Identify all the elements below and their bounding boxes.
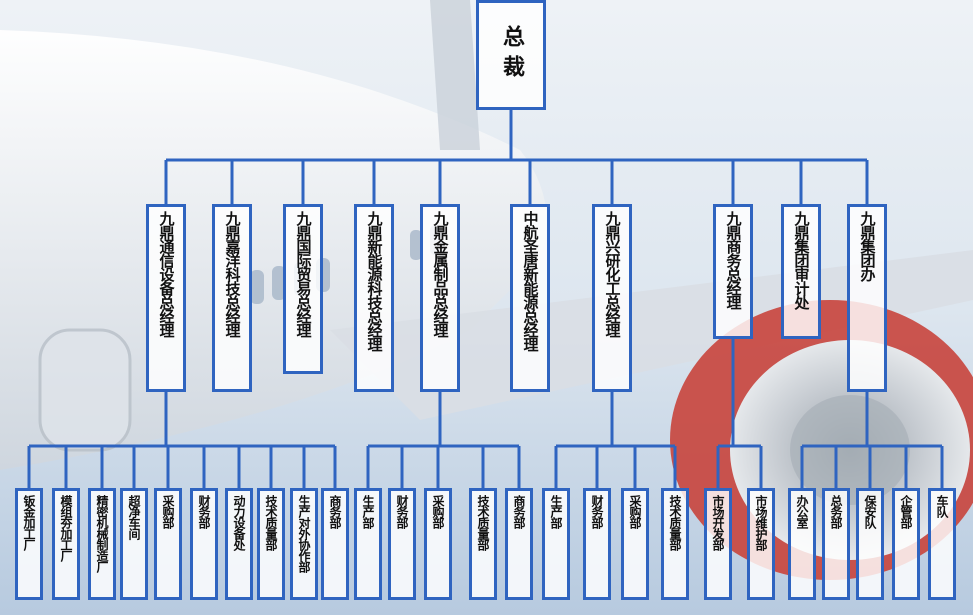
division-box-5-label: 中航圣唐新能源总经理 — [521, 211, 540, 351]
subdept-box-9-3-label: 企管部 — [899, 495, 913, 528]
subdept-box-0-2-label: 精密机械制造厂 — [95, 495, 109, 572]
division-box-7: 九鼎商务总经理 — [713, 204, 753, 339]
subdept-box-0-8-label: 生产对外协作部 — [297, 495, 311, 572]
subdept-box-7-0: 市场开发部 — [704, 488, 732, 600]
subdept-box-0-0-label: 钣金加工厂 — [22, 495, 36, 550]
subdept-box-0-7-label: 技术质量部 — [264, 495, 278, 550]
division-box-3: 九鼎新能源科技总经理 — [354, 204, 394, 392]
division-box-2-label: 九鼎国际贸易总经理 — [294, 211, 313, 337]
subdept-box-9-1-label: 总务部 — [829, 495, 843, 528]
subdept-box-6-0-label: 生产部 — [549, 495, 563, 528]
subdept-box-4-0-label: 生产部 — [361, 495, 375, 528]
division-box-7-label: 九鼎商务总经理 — [724, 211, 743, 309]
division-box-9-label: 九鼎集团办 — [858, 211, 877, 281]
subdept-box-6-2-label: 采购部 — [628, 495, 642, 528]
subdept-box-6-3-label: 技术质量部 — [668, 495, 682, 550]
subdept-box-9-4: 车队 — [928, 488, 956, 600]
subdept-box-4-1-label: 财务部 — [395, 495, 409, 528]
subdept-box-0-9-label: 商务部 — [328, 495, 342, 528]
subdept-box-0-9: 商务部 — [321, 488, 349, 600]
subdept-box-0-1: 模组夯加工厂 — [52, 488, 80, 600]
subdept-box-0-5-label: 财务部 — [197, 495, 211, 528]
subdept-box-4-0: 生产部 — [354, 488, 382, 600]
subdept-box-0-2: 精密机械制造厂 — [88, 488, 116, 600]
subdept-box-4-3-label: 技术质量部 — [476, 495, 490, 550]
division-box-8-label: 九鼎集团审计处 — [792, 211, 811, 309]
subdept-box-6-1-label: 财务部 — [590, 495, 604, 528]
subdept-box-9-4-label: 车队 — [935, 495, 949, 517]
root-box-president-label: 总裁 — [499, 25, 524, 85]
subdept-box-4-4-label: 商务部 — [512, 495, 526, 528]
division-box-5: 中航圣唐新能源总经理 — [510, 204, 550, 392]
division-box-0-label: 九鼎通信设备总经理 — [157, 211, 176, 337]
subdept-box-9-1: 总务部 — [822, 488, 850, 600]
subdept-box-9-3: 企管部 — [892, 488, 920, 600]
subdept-box-0-1-label: 模组夯加工厂 — [59, 495, 73, 561]
subdept-box-6-0: 生产部 — [542, 488, 570, 600]
subdept-box-0-0: 钣金加工厂 — [15, 488, 43, 600]
subdept-box-4-2: 采购部 — [424, 488, 452, 600]
division-box-9: 九鼎集团办 — [847, 204, 887, 392]
subdept-box-4-4: 商务部 — [505, 488, 533, 600]
subdept-box-0-6: 动力设备处 — [225, 488, 253, 600]
division-box-3-label: 九鼎新能源科技总经理 — [365, 211, 384, 351]
subdept-box-9-2-label: 保安队 — [863, 495, 877, 528]
subdept-box-0-4-label: 采购部 — [161, 495, 175, 528]
division-box-4: 九鼎金属制品总经理 — [420, 204, 460, 392]
subdept-box-4-2-label: 采购部 — [431, 495, 445, 528]
subdept-box-0-8: 生产对外协作部 — [290, 488, 318, 600]
division-box-6-label: 九鼎兴研化工总经理 — [603, 211, 622, 337]
division-box-8: 九鼎集团审计处 — [781, 204, 821, 339]
division-box-4-label: 九鼎金属制品总经理 — [431, 211, 450, 337]
subdept-box-9-2: 保安队 — [856, 488, 884, 600]
subdept-box-7-0-label: 市场开发部 — [711, 495, 725, 550]
subdept-box-4-1: 财务部 — [388, 488, 416, 600]
subdept-box-0-7: 技术质量部 — [257, 488, 285, 600]
subdept-box-7-1: 市场维护部 — [747, 488, 775, 600]
subdept-box-9-0: 办公室 — [788, 488, 816, 600]
subdept-box-4-3: 技术质量部 — [469, 488, 497, 600]
subdept-box-7-1-label: 市场维护部 — [754, 495, 768, 550]
division-box-1-label: 九鼎嘉洋科技总经理 — [223, 211, 242, 337]
subdept-box-0-6-label: 动力设备处 — [232, 495, 246, 550]
subdept-box-0-3-label: 超净车间 — [127, 495, 141, 539]
subdept-box-0-4: 采购部 — [154, 488, 182, 600]
division-box-2: 九鼎国际贸易总经理 — [283, 204, 323, 374]
root-box-president: 总裁 — [476, 0, 546, 110]
subdept-box-6-1: 财务部 — [583, 488, 611, 600]
division-box-1: 九鼎嘉洋科技总经理 — [212, 204, 252, 392]
subdept-box-6-3: 技术质量部 — [661, 488, 689, 600]
division-box-0: 九鼎通信设备总经理 — [146, 204, 186, 392]
subdept-box-6-2: 采购部 — [621, 488, 649, 600]
subdept-box-0-5: 财务部 — [190, 488, 218, 600]
subdept-box-0-3: 超净车间 — [120, 488, 148, 600]
division-box-6: 九鼎兴研化工总经理 — [592, 204, 632, 392]
subdept-box-9-0-label: 办公室 — [795, 495, 809, 528]
